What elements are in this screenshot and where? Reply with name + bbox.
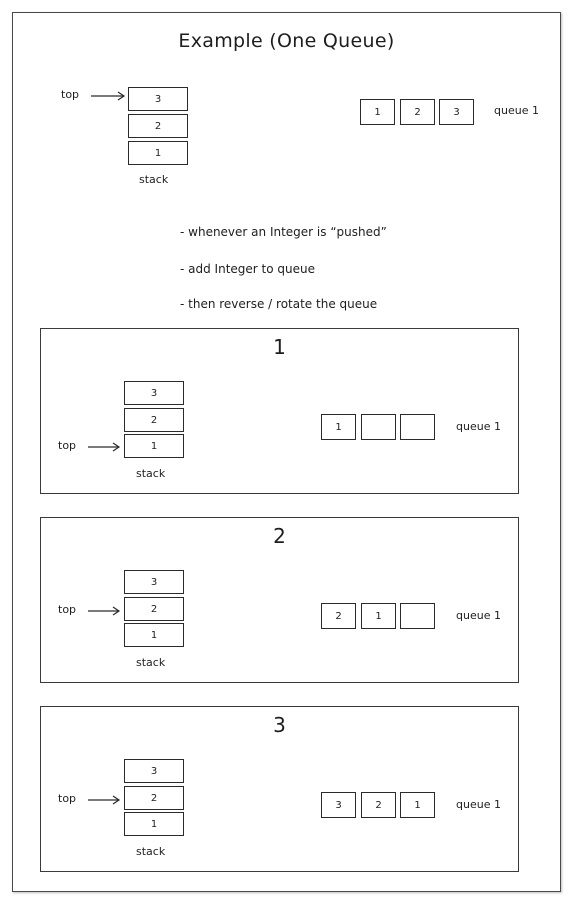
top-pointer-arrow xyxy=(91,91,126,101)
top-pointer-label: top xyxy=(58,792,77,805)
stack-cell: 1 xyxy=(128,141,188,165)
step-panel: 3 3 2 1 stack top 3 2 1 queue 1 xyxy=(40,706,519,872)
note-item: - add Integer to queue xyxy=(180,262,315,276)
queue-cell: 1 xyxy=(360,99,395,125)
queue-cell: 1 xyxy=(400,792,435,818)
diagram-frame xyxy=(12,12,561,892)
top-pointer-label: top xyxy=(58,439,77,452)
step-number: 2 xyxy=(273,524,286,548)
queue-cell: 2 xyxy=(321,603,356,629)
queue-label: queue 1 xyxy=(456,609,501,622)
queue-cell: 1 xyxy=(321,414,356,440)
queue-label: queue 1 xyxy=(494,104,539,117)
stack-cell: 2 xyxy=(124,597,184,621)
stack-cell: 1 xyxy=(124,812,184,836)
step-panel: 1 3 2 1 stack top 1 queue 1 xyxy=(40,328,519,494)
stack-cell: 1 xyxy=(124,434,184,458)
stack-cell: 3 xyxy=(128,87,188,111)
queue-cell xyxy=(400,414,435,440)
step-number: 1 xyxy=(273,335,286,359)
stack-cell: 2 xyxy=(128,114,188,138)
top-pointer-label: top xyxy=(61,88,80,101)
step-number: 3 xyxy=(273,713,286,737)
note-item: - then reverse / rotate the queue xyxy=(180,297,378,311)
queue-label: queue 1 xyxy=(456,798,501,811)
queue-cell xyxy=(400,603,435,629)
stack-cell: 2 xyxy=(124,786,184,810)
top-pointer-arrow xyxy=(88,442,121,452)
top-pointer-arrow xyxy=(88,795,121,805)
top-pointer-label: top xyxy=(58,603,77,616)
stack-cell: 3 xyxy=(124,381,184,405)
stack-label: stack xyxy=(136,656,166,669)
queue-cell: 2 xyxy=(361,792,396,818)
queue-cell xyxy=(361,414,396,440)
queue-cell: 2 xyxy=(400,99,435,125)
step-panel: 2 3 2 1 stack top 2 1 queue 1 xyxy=(40,517,519,683)
stack-cell: 3 xyxy=(124,570,184,594)
stack-cell: 3 xyxy=(124,759,184,783)
queue-cell: 1 xyxy=(361,603,396,629)
stack-label: stack xyxy=(139,173,169,186)
top-pointer-arrow xyxy=(88,606,121,616)
stack-cell: 2 xyxy=(124,408,184,432)
diagram-title: Example (One Queue) xyxy=(178,30,395,52)
queue-label: queue 1 xyxy=(456,420,501,433)
stack-label: stack xyxy=(136,467,166,480)
note-item: - whenever an Integer is “pushed” xyxy=(180,225,387,239)
stack-cell: 1 xyxy=(124,623,184,647)
queue-cell: 3 xyxy=(321,792,356,818)
stack-label: stack xyxy=(136,845,166,858)
queue-cell: 3 xyxy=(439,99,474,125)
